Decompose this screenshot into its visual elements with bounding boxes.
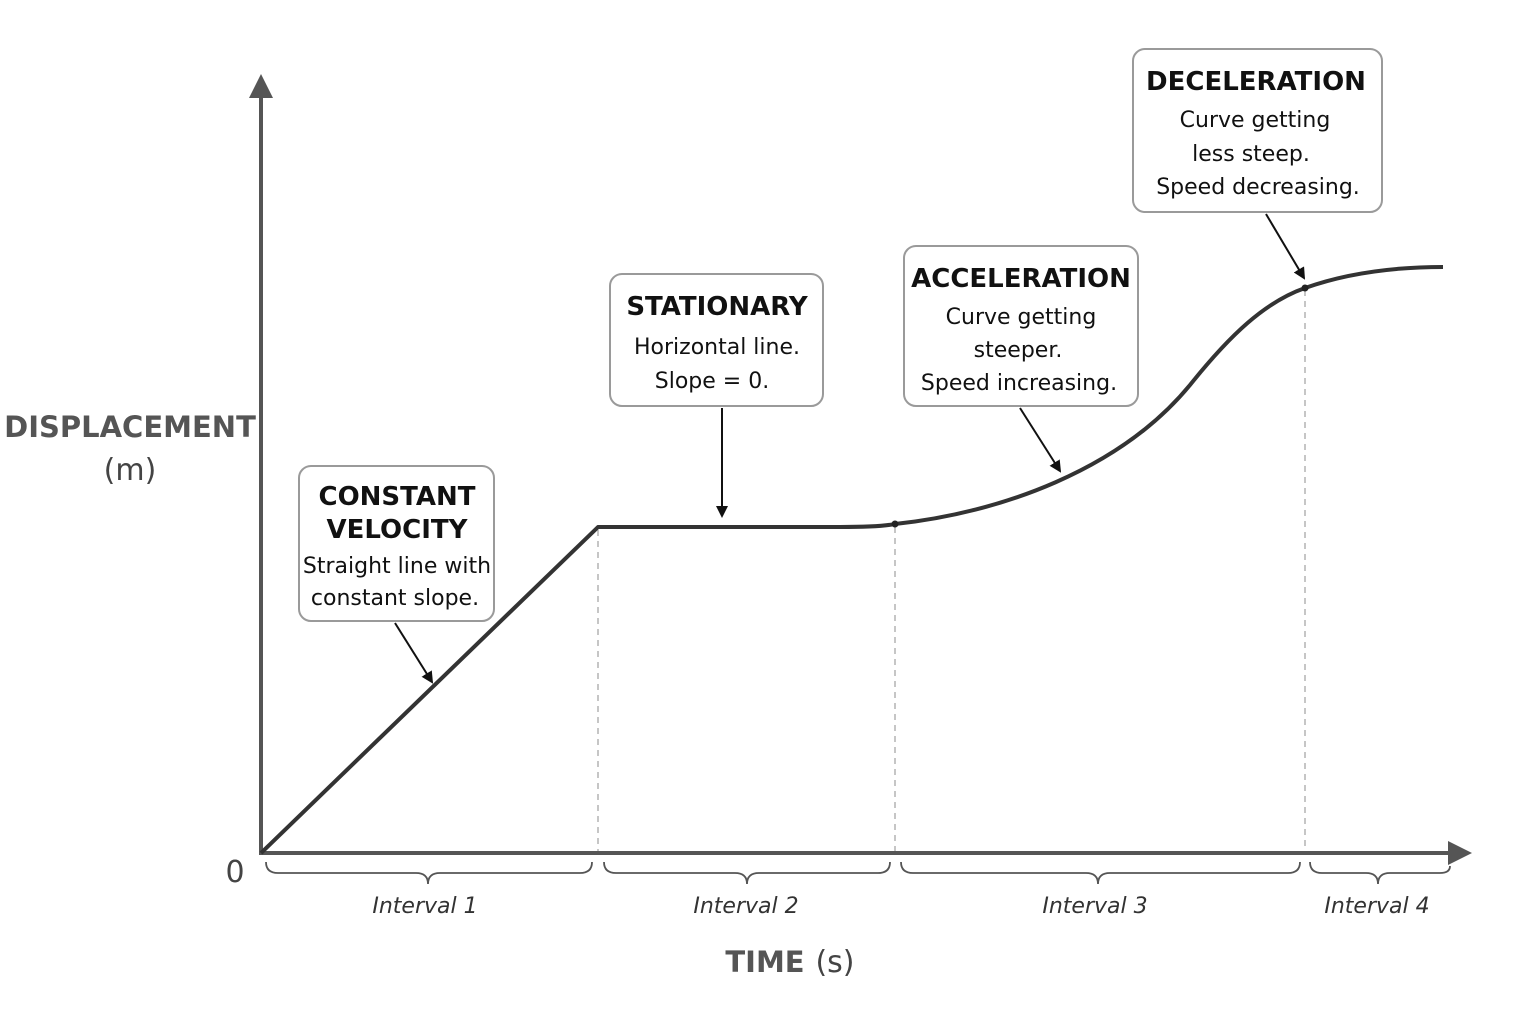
callout-text: Straight line with — [303, 554, 491, 579]
callout-text: Speed decreasing. — [1156, 175, 1360, 200]
callout-deceleration: DECELERATION Curve getting less steep. S… — [1132, 48, 1383, 280]
interval-2-label: Interval 2 — [693, 894, 798, 919]
callout-text: Curve getting — [946, 305, 1097, 330]
origin-label: 0 — [225, 855, 244, 890]
callout-constant-velocity: CONSTANT VELOCITY Straight line with con… — [298, 465, 495, 684]
callout-text: Speed increasing. — [921, 371, 1117, 396]
interval-1-brace — [265, 861, 593, 885]
interval-1-label: Interval 1 — [372, 894, 477, 919]
pointer-arrow — [1019, 407, 1062, 473]
callout-title: CONSTANT — [318, 482, 475, 512]
callout-title: VELOCITY — [327, 515, 469, 545]
x-axis-arrowhead — [1448, 841, 1472, 865]
transition-point — [891, 520, 899, 528]
callout-stationary: STATIONARY Horizontal line. Slope = 0. — [609, 273, 824, 518]
callout-text: constant slope. — [311, 586, 479, 611]
y-axis-unit: (m) — [104, 453, 157, 488]
x-axis-label: TIME — [725, 945, 804, 979]
pointer-arrow — [394, 622, 434, 684]
y-axis-label: DISPLACEMENT — [4, 410, 256, 444]
transition-point — [1301, 284, 1309, 292]
interval-3-label: Interval 3 — [1042, 894, 1147, 919]
callout-text: steeper. — [974, 338, 1063, 363]
interval-3-brace — [900, 861, 1301, 885]
callout-acceleration: ACCELERATION Curve getting steeper. Spee… — [903, 245, 1139, 473]
callout-text: less steep. — [1192, 142, 1310, 167]
x-axis-unit: (s) — [815, 945, 854, 980]
interval-4-label: Interval 4 — [1324, 894, 1429, 919]
callout-text: Slope = 0. — [655, 369, 769, 394]
callout-title: ACCELERATION — [911, 264, 1131, 294]
y-axis-arrowhead — [249, 74, 273, 98]
callout-title: DECELERATION — [1146, 67, 1366, 97]
callout-text: Curve getting — [1180, 108, 1331, 133]
callout-text: Horizontal line. — [634, 335, 800, 360]
callout-title: STATIONARY — [626, 292, 809, 322]
interval-2-brace — [603, 861, 891, 885]
pointer-arrow — [1265, 213, 1306, 280]
interval-4-brace — [1309, 861, 1451, 885]
